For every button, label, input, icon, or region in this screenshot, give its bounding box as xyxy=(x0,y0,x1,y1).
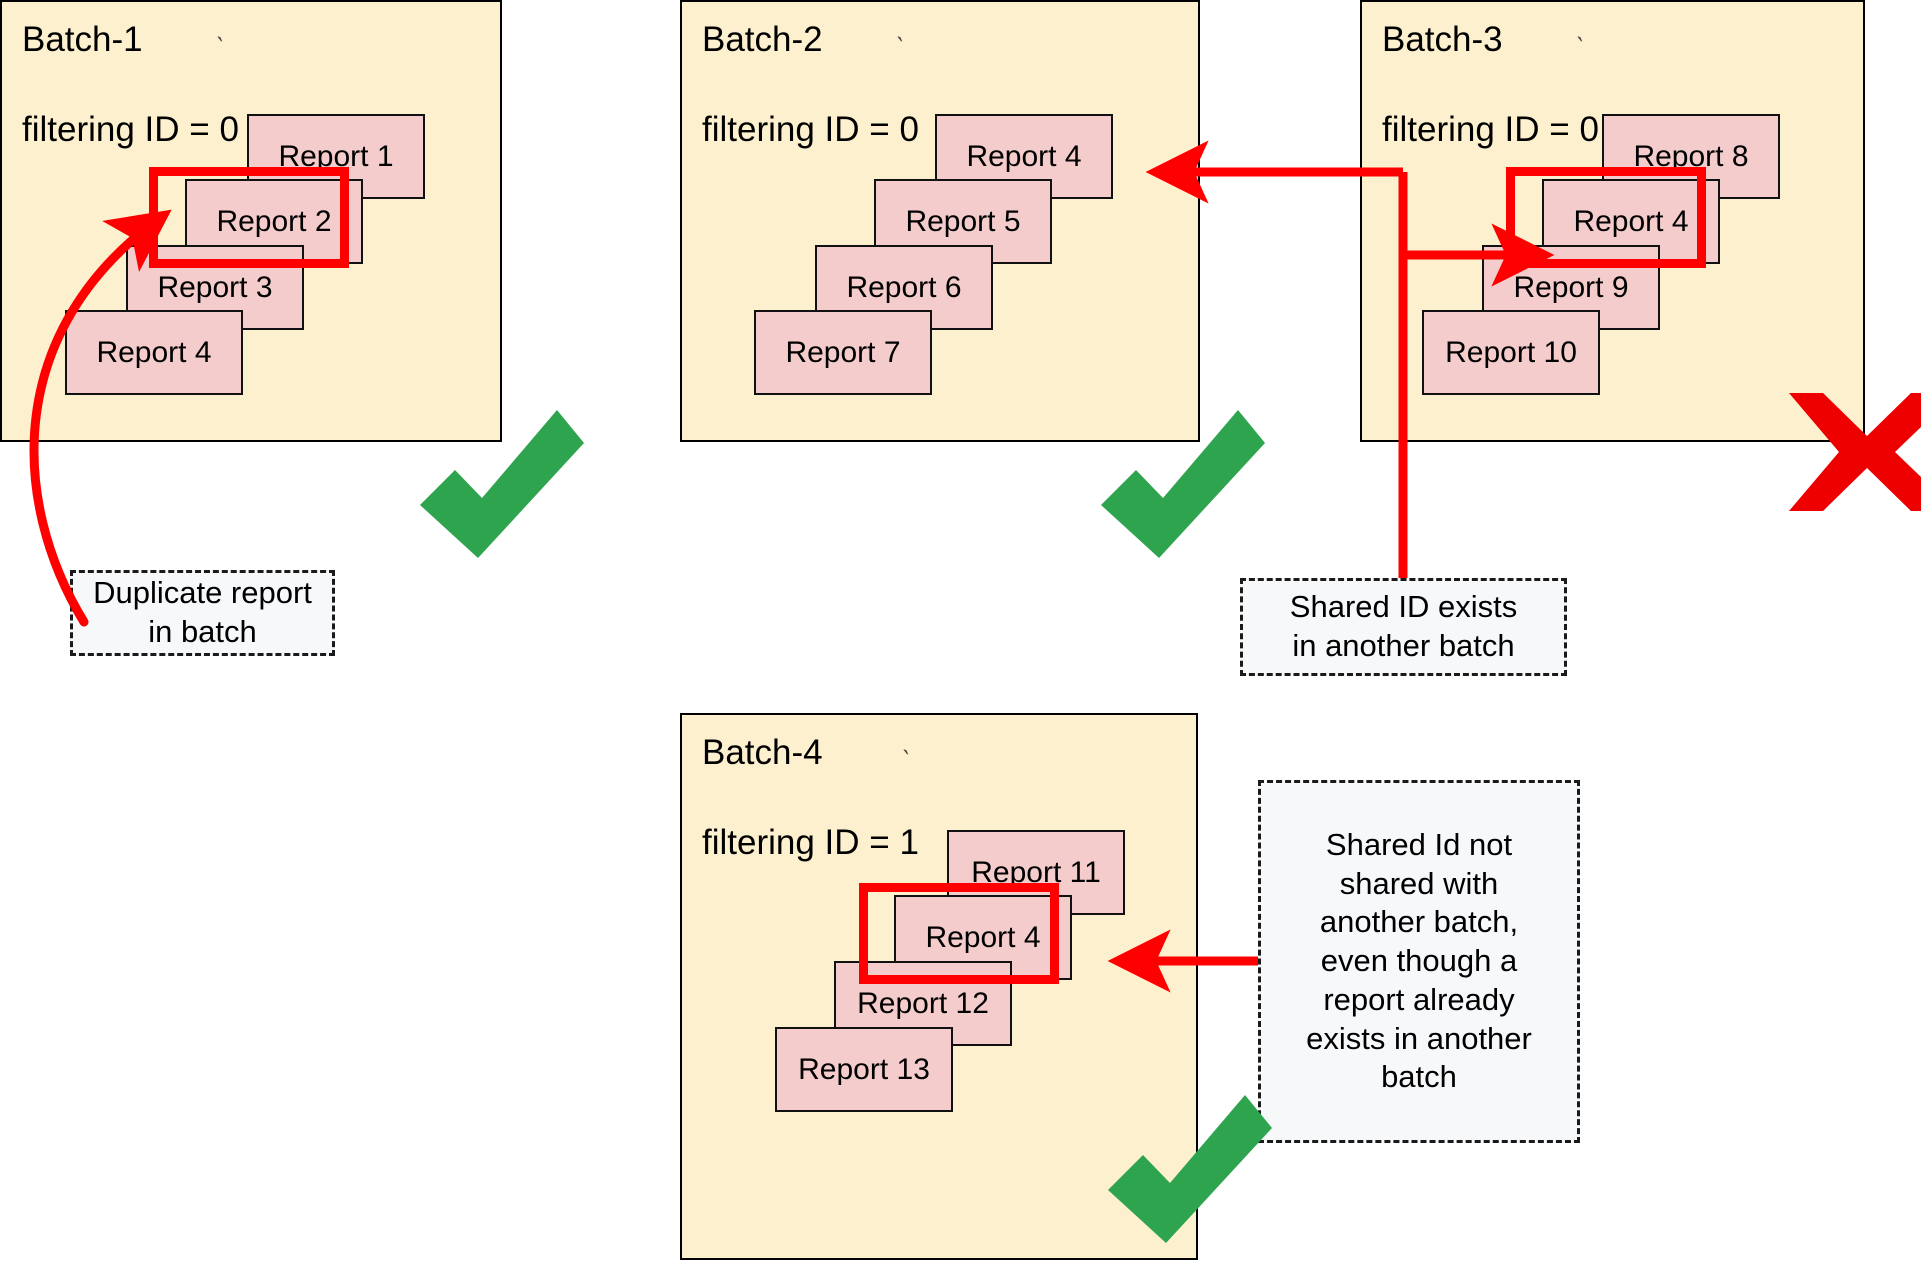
batch-4-filter-label: filtering ID = 1 xyxy=(702,822,919,862)
batch-2-report-1[interactable]: Report 4 xyxy=(935,114,1113,199)
note-shared-id-not-shared-text: Shared Id not shared with another batch,… xyxy=(1306,826,1532,1095)
batch-2-name: Batch-2 xyxy=(702,20,823,59)
batch-3-highlight-box xyxy=(1506,167,1706,268)
batch-3-report-4-label: Report 10 xyxy=(1445,335,1577,369)
note-shared-id-exists-text: Shared ID exists in another batch xyxy=(1289,589,1518,663)
batch-4-title: Batch-4 filtering ID = 1 xyxy=(702,731,919,910)
batch-3-report-3-label: Report 9 xyxy=(1513,270,1629,304)
note-duplicate-report-text: Duplicate report in batch xyxy=(93,575,312,649)
note-shared-id-exists: Shared ID exists in another batch xyxy=(1240,578,1567,676)
batch-2-report-3-label: Report 6 xyxy=(846,270,962,304)
batch-1-report-2-label: Report 2 xyxy=(216,204,332,238)
batch-3-container: Batch-3 filtering ID = 0 ` Report 8 Repo… xyxy=(1360,0,1865,442)
batch-1-highlight-box xyxy=(149,167,349,268)
batch-2-report-4[interactable]: Report 7 xyxy=(754,310,932,395)
batch-1-name: Batch-1 xyxy=(22,20,143,59)
batch-2-container: Batch-2 filtering ID = 0 ` Report 4 Repo… xyxy=(680,0,1200,442)
batch-4-report-4-label: Report 13 xyxy=(798,1052,930,1086)
batch-2-report-2-label: Report 5 xyxy=(905,204,1021,238)
batch-2-report-3[interactable]: Report 6 xyxy=(815,245,993,330)
batch-3-filter-label: filtering ID = 0 xyxy=(1382,109,1599,149)
batch-2-filter-label: filtering ID = 0 xyxy=(702,109,919,149)
batch-4-report-4[interactable]: Report 13 xyxy=(775,1027,953,1112)
batch-3-report-2-label: Report 4 xyxy=(1573,204,1689,238)
batch-4-highlight-box xyxy=(859,883,1059,984)
batch-4-report-3-label: Report 12 xyxy=(857,986,989,1020)
batch-4-report-2-label: Report 4 xyxy=(925,920,1041,954)
batch-1-container: Batch-1 filtering ID = 0 ` Report 1 Repo… xyxy=(0,0,502,442)
batch-1-filter-label: filtering ID = 0 xyxy=(22,109,239,149)
batch-3-title: Batch-3 filtering ID = 0 xyxy=(1382,18,1599,197)
batch-1-report-3-label: Report 3 xyxy=(157,270,273,304)
batch-2-report-4-label: Report 7 xyxy=(785,335,901,369)
batch-1-report-4[interactable]: Report 4 xyxy=(65,310,243,395)
batch-3-report-4[interactable]: Report 10 xyxy=(1422,310,1600,395)
note-duplicate-report: Duplicate report in batch xyxy=(70,570,335,656)
batch-1-title: Batch-1 filtering ID = 0 xyxy=(22,18,239,197)
note-shared-id-not-shared: Shared Id not shared with another batch,… xyxy=(1258,780,1580,1143)
batch-4-container: Batch-4 filtering ID = 1 ` Report 11 Rep… xyxy=(680,713,1198,1260)
batch-4-name: Batch-4 xyxy=(702,733,823,772)
batch-3-name: Batch-3 xyxy=(1382,20,1503,59)
batch-2-report-1-label: Report 4 xyxy=(966,139,1082,173)
batch-1-report-4-label: Report 4 xyxy=(96,335,212,369)
batch-2-title: Batch-2 filtering ID = 0 xyxy=(702,18,919,197)
